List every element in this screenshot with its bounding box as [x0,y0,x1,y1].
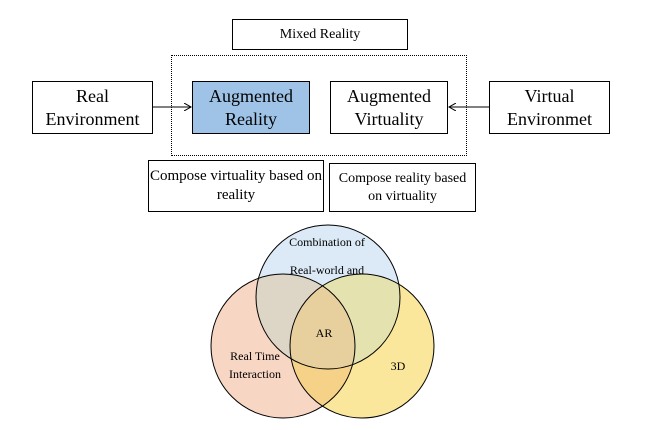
venn-outline-top [255,224,401,370]
venn-right-label: 3D [391,359,406,373]
mixed-reality-frame [171,55,467,156]
venn-top-label-line2: Real-world and [290,263,364,277]
venn-outline-left [210,273,356,419]
mixed-reality-title: Mixed Reality [232,19,408,50]
compose-virtuality-box: Compose virtuality based on reality [148,160,324,212]
venn-center-label: AR [316,326,333,340]
venn-left-label-line2: Interaction [229,367,281,381]
real-environment-box: Real Environment [32,81,153,134]
venn-overlap-center [290,274,355,369]
augmented-virtuality-box: Augmented Virtuality [330,81,448,134]
venn-left-label-line1: Real Time [230,349,280,363]
augmented-reality-box: Augmented Reality [192,81,310,134]
compose-reality-box: Compose reality based on virtuality [329,163,476,212]
venn-top-label-line1: Combination of [289,235,365,249]
venn-outline-right [289,273,435,419]
virtual-environment-box: Virtual Environmet [489,81,610,134]
